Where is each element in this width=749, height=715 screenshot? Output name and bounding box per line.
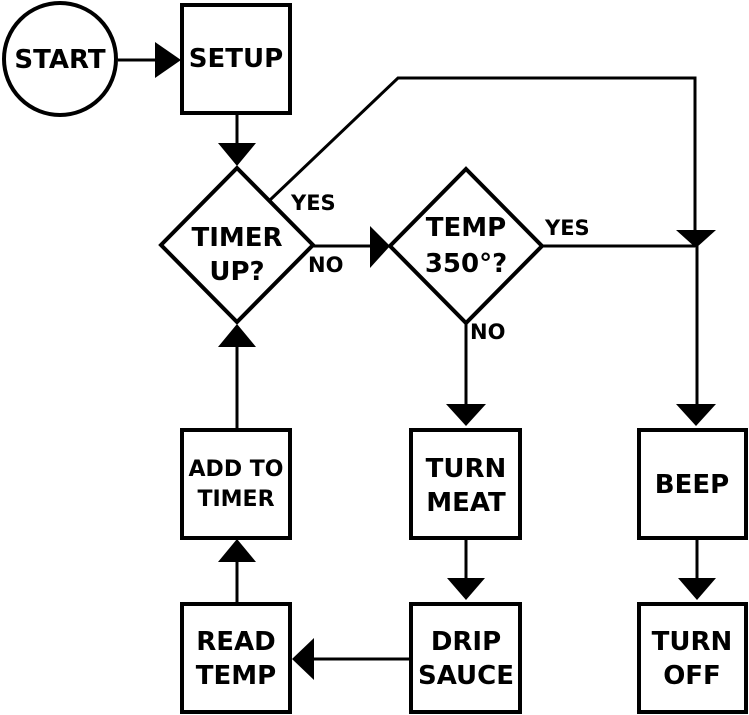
beep-label: BEEP <box>655 470 729 500</box>
temp-350-diamond <box>387 166 545 326</box>
temp-no-label: NO <box>470 320 505 344</box>
start-circle <box>2 1 118 117</box>
setup-label: SETUP <box>189 44 283 74</box>
timer-up-label-line1: TIMER <box>191 223 282 253</box>
read-temp-node: READ TEMP <box>180 602 292 714</box>
connectors <box>118 42 716 680</box>
arrow-into-drip-sauce <box>447 578 485 600</box>
timer-yes-label: YES <box>290 191 336 215</box>
beep-box <box>637 428 748 540</box>
timer-up-label-line2: UP? <box>209 257 264 287</box>
setup-box <box>180 3 292 115</box>
turn-meat-box <box>409 428 522 540</box>
add-to-timer-label-line2: TIMER <box>197 487 274 512</box>
arrow-into-beep <box>676 404 716 426</box>
arrow-into-turn-meat <box>446 404 486 426</box>
drip-sauce-node: DRIP SAUCE <box>409 602 522 714</box>
timer-up-decision: TIMER UP? <box>158 165 316 325</box>
add-to-timer-box <box>180 428 292 540</box>
turn-off-label-line1: TURN <box>652 627 733 657</box>
beep-node: BEEP <box>637 428 748 540</box>
arrow-into-timer-from-add <box>218 324 256 347</box>
start-node: START <box>2 1 118 117</box>
edge-timer-yes <box>268 76 697 232</box>
read-temp-label-line1: READ <box>196 627 276 657</box>
arrow-timer-yes-junction <box>676 230 716 248</box>
drip-sauce-box <box>409 602 522 714</box>
turn-meat-label-line1: TURN <box>426 454 507 484</box>
add-to-timer-label-line1: ADD TO <box>189 457 284 482</box>
arrow-into-read-temp <box>292 638 314 680</box>
turn-off-label-line2: OFF <box>663 661 721 691</box>
temp-yes-label: YES <box>544 216 590 240</box>
drip-sauce-label-line1: DRIP <box>431 627 501 657</box>
add-to-timer-node: ADD TO TIMER <box>180 428 292 540</box>
turn-meat-label-line2: MEAT <box>426 488 506 518</box>
arrow-into-turn-off <box>678 578 716 600</box>
arrow-into-add-to-timer <box>218 539 256 562</box>
drip-sauce-label-line2: SAUCE <box>418 661 514 691</box>
arrow-into-temp <box>370 226 390 268</box>
temp-350-label-line2: 350°? <box>425 249 507 279</box>
timer-up-diamond <box>158 165 316 325</box>
setup-node: SETUP <box>180 3 292 115</box>
read-temp-label-line2: TEMP <box>196 661 276 691</box>
start-label: START <box>14 45 105 75</box>
turn-off-box <box>637 602 748 714</box>
temp-350-decision: TEMP 350°? <box>387 166 545 326</box>
timer-no-label: NO <box>308 253 343 277</box>
turn-meat-node: TURN MEAT <box>409 428 522 540</box>
read-temp-box <box>180 602 292 714</box>
arrow-into-setup <box>155 42 181 78</box>
arrow-into-timer-from-setup <box>218 143 256 166</box>
temp-350-label-line1: TEMP <box>426 213 506 243</box>
turn-off-node: TURN OFF <box>637 602 748 714</box>
